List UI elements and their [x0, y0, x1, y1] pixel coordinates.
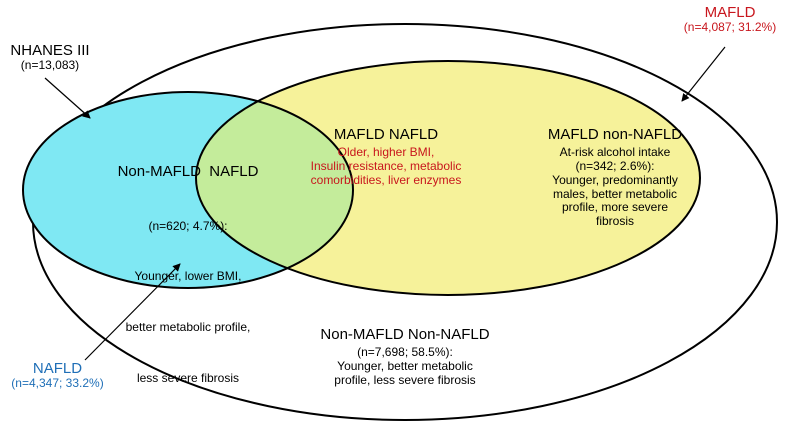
nhanes-arrow — [44, 77, 91, 119]
neither-line: Younger, better metabolic — [337, 359, 473, 374]
mafld-non-nafld-region-text: MAFLD non-NAFLD At-risk alcohol intake (… — [540, 126, 690, 229]
non-mafld-nafld-line: (n=620; 4.7%): — [148, 218, 228, 233]
nafld-label: NAFLD (n=4,347; 33.2%) — [0, 360, 115, 391]
nafld-count: (n=4,347; 33.2%) — [11, 376, 104, 391]
nhanes-count: (n=13,083) — [20, 58, 80, 73]
mafld-count: (n=4,087; 31.2%) — [683, 20, 777, 35]
mafld-nafld-line: comorbidities, liver enzymes — [310, 172, 462, 187]
mafld-nafld-region-text: MAFLD NAFLD Older, higher BMI, Insulin r… — [286, 126, 486, 188]
mafld-label: MAFLD (n=4,087; 31.2%) — [670, 4, 790, 35]
mafld-non-nafld-line: (n=342; 2.6%): — [575, 159, 655, 174]
nafld-arrow — [84, 263, 181, 361]
mafld-ellipse-outline — [195, 60, 701, 296]
mafld-arrow — [681, 46, 726, 102]
neither-line: profile, less severe fibrosis — [334, 372, 476, 387]
neither-region-text: Non-MAFLD Non-NAFLD (n=7,698; 58.5%): Yo… — [300, 326, 510, 388]
nhanes-title: NHANES III — [10, 42, 90, 59]
mafld-title: MAFLD — [704, 4, 756, 21]
non-mafld-nafld-region-text: Non-MAFLD NAFLD (n=620; 4.7%): Younger, … — [108, 126, 268, 404]
neither-line: (n=7,698; 58.5%): — [357, 345, 453, 360]
non-mafld-nafld-line: Younger, lower BMI, — [134, 269, 242, 284]
mafld-non-nafld-line: At-risk alcohol intake — [559, 145, 671, 160]
mafld-nafld-line: Older, higher BMI, — [337, 145, 435, 160]
mafld-nafld-line: Insulin resistance, metabolic — [310, 159, 462, 174]
non-mafld-nafld-title: Non-MAFLD NAFLD — [117, 162, 259, 180]
non-mafld-nafld-line: less severe fibrosis — [136, 370, 240, 385]
mafld-nafld-title: MAFLD NAFLD — [333, 126, 439, 143]
nafld-ellipse-outline — [22, 91, 354, 289]
mafld-non-nafld-title: MAFLD non-NAFLD — [547, 126, 683, 143]
nhanes-label: NHANES III (n=13,083) — [0, 42, 100, 73]
neither-title: Non-MAFLD Non-NAFLD — [320, 326, 490, 343]
nafld-title: NAFLD — [32, 360, 83, 377]
mafld-non-nafld-line: males, better metabolic — [552, 186, 678, 201]
mafld-non-nafld-line: profile, more severe — [561, 200, 669, 215]
non-mafld-nafld-line: better metabolic profile, — [125, 319, 251, 334]
mafld-non-nafld-line: Younger, predominantly — [552, 172, 678, 187]
mafld-non-nafld-line: fibrosis — [595, 214, 634, 229]
